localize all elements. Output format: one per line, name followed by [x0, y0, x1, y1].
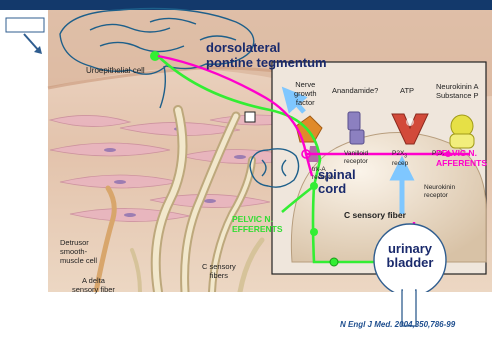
detrusor-line-3: muscle cell [60, 256, 97, 265]
citation: N Engl J Med. 2004,350,786-99 [340, 320, 455, 329]
blank-box-icon [6, 18, 44, 32]
neurokinin-icon [450, 115, 474, 148]
detrusor-line-2: smooth- [60, 247, 97, 256]
adelta-label: A delta sensory fiber [72, 276, 115, 294]
ngf-label: Nerve growth factor [294, 80, 317, 107]
atp-label: ATP [400, 86, 414, 95]
bladder-line-2: bladder [384, 256, 436, 270]
pelvic-afferents-line-1: PELVIC N. [436, 148, 487, 158]
anandamide-label: Anandamide? [332, 86, 378, 95]
c-sensory-fiber-label: C sensory fiber [344, 210, 406, 220]
bladder-line-1: urinary [384, 242, 436, 256]
pelvic-efferents-line-1: PELVIC N. [232, 214, 283, 224]
ngf-line-3: factor [294, 98, 317, 107]
nk-receptor-line-1: Neurokinin [424, 184, 455, 192]
spinal-line-2: cord [318, 182, 356, 196]
detrusor-label: Detrusor smooth- muscle cell [60, 238, 97, 265]
pelvic-efferents-label: PELVIC N. EFFERENTS [232, 214, 283, 234]
neurokinin-a-label: Neurokinin A Substance P [436, 82, 479, 100]
p2x3-label: P2X3 recep [392, 150, 408, 168]
pelvic-afferents-label: PELVIC N. AFFERENTS [436, 148, 487, 168]
neurokinin-receptor-label: Neurokinin receptor [424, 184, 455, 200]
vanilloid-line-2: receptor [344, 158, 368, 166]
uroepithelial-label: Uroepithelial cell [86, 66, 145, 75]
c-sensory-fibers-label: C sensory fibers [202, 262, 236, 280]
p2x3-text: P2X [392, 150, 404, 157]
nk-receptor-line-2: receptor [424, 192, 455, 200]
neurokinin-a-line-1: Neurokinin A [436, 82, 479, 91]
c-fibers-line-1: C sensory [202, 262, 236, 271]
p2x3-subscript: 3 [404, 153, 407, 159]
ngf-line-1: Nerve [294, 80, 317, 89]
neurokinin-a-line-2: Substance P [436, 91, 479, 100]
urinary-bladder-label: urinary bladder [384, 242, 436, 270]
pelvic-efferents-line-2: EFFERENTS [232, 224, 283, 234]
p2x3-receptor-text: recep [392, 160, 408, 168]
pelvic-afferents-line-2: AFFERENTS [436, 158, 487, 168]
zoom-box-marker [245, 112, 255, 122]
ngf-line-2: growth [294, 89, 317, 98]
vanilloid-label: Vanilloid receptor [344, 150, 368, 166]
adelta-line-2: sensory fiber [72, 285, 115, 294]
brain-region-line-2: pontine tegmentum [206, 55, 327, 70]
vanilloid-line-1: Vanilloid [344, 150, 368, 158]
brain-region-label: dorsolateral pontine tegmentum [206, 40, 327, 70]
title-band [0, 0, 492, 10]
c-fibers-line-2: fibers [202, 271, 236, 280]
adelta-line-1: A delta [72, 276, 115, 285]
brain-region-line-1: dorsolateral [206, 40, 327, 55]
detrusor-line-1: Detrusor [60, 238, 97, 247]
spinal-line-1: spinal [318, 168, 356, 182]
spinal-cord-label: spinal cord [318, 168, 356, 196]
